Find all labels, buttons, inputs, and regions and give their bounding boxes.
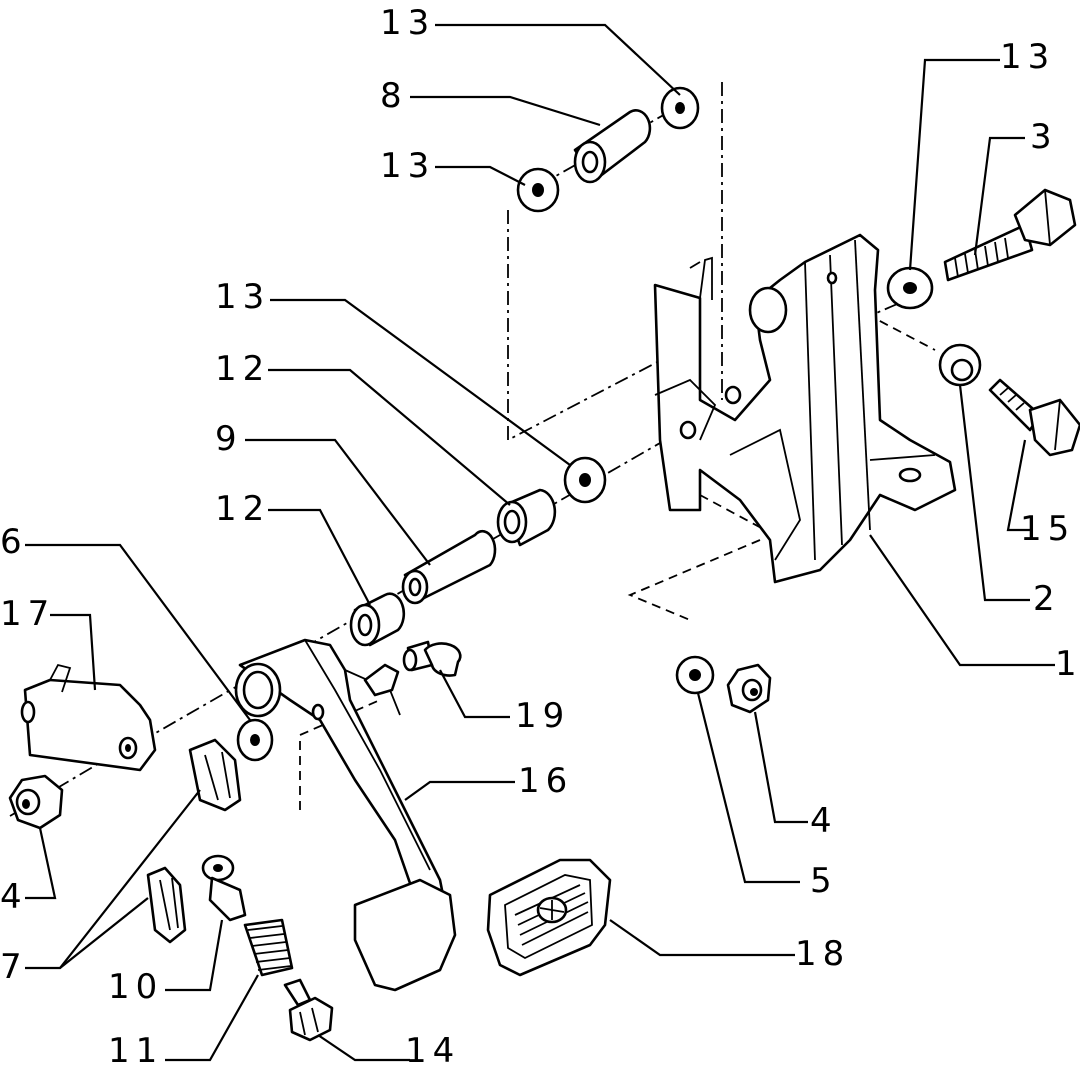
leader-lines xyxy=(25,23,1055,1062)
bracket-tab-edge xyxy=(689,261,701,269)
bracket-gusset xyxy=(729,428,801,561)
sleeve-9 xyxy=(401,530,497,605)
pedal-pad-16 xyxy=(353,878,457,992)
leader-13a xyxy=(435,23,681,96)
clip-7-lower xyxy=(146,866,187,944)
callout-10: 10 xyxy=(108,967,163,1007)
callout-13c: 13 xyxy=(1000,37,1055,77)
callout-8: 8 xyxy=(380,76,408,116)
leader-16 xyxy=(404,780,515,801)
callout-14: 14 xyxy=(405,1031,460,1065)
leader-10 xyxy=(165,919,224,992)
bushing-12-upper xyxy=(496,488,557,547)
bracket-tab-top xyxy=(699,256,713,300)
callout-2: 2 xyxy=(1033,579,1061,619)
leader-7-b xyxy=(59,897,149,969)
leader-5 xyxy=(696,692,800,884)
pin-19 xyxy=(402,640,462,677)
bolt-3 xyxy=(943,188,1077,282)
spring-11 xyxy=(243,918,294,977)
callout-13d: 13 xyxy=(215,277,270,317)
washer-6 xyxy=(236,718,274,762)
leader-2 xyxy=(958,384,1030,602)
bracket-ear xyxy=(654,378,717,441)
callout-11: 11 xyxy=(108,1031,163,1065)
leader-3 xyxy=(973,136,1025,256)
callout-6: 6 xyxy=(0,522,28,562)
leader-12b xyxy=(268,508,371,606)
bushing-12-lower xyxy=(349,592,406,647)
bracket-rib-3 xyxy=(854,239,871,531)
leader-8 xyxy=(410,95,601,127)
bracket-foot-edge xyxy=(869,454,936,461)
leader-6 xyxy=(25,543,251,721)
bush-2 xyxy=(938,343,982,387)
leader-15 xyxy=(1006,439,1030,532)
axis-line-stop xyxy=(299,699,381,810)
bracket-rib-1 xyxy=(804,261,816,561)
washer-5 xyxy=(675,655,715,695)
pedal-arm-16 xyxy=(234,638,457,992)
washer-13-right xyxy=(886,266,934,310)
bracket-part-1 xyxy=(653,233,957,584)
leader-14 xyxy=(317,1034,410,1062)
bolt-15 xyxy=(988,378,1080,457)
callout-19: 19 xyxy=(515,696,570,736)
stop-10 xyxy=(201,854,247,922)
washer-13-center xyxy=(563,456,607,504)
callout-9: 9 xyxy=(215,419,243,459)
callout-4a: 4 xyxy=(0,877,28,917)
callout-7: 7 xyxy=(0,947,28,987)
leader-17 xyxy=(50,613,97,691)
leader-13b xyxy=(435,165,526,186)
bracket-rib-2 xyxy=(829,254,843,546)
leader-1 xyxy=(869,534,1055,667)
callout-labels: 13 8 13 13 3 13 12 9 12 6 17 15 2 1 19 4… xyxy=(0,3,1080,1065)
plate-17 xyxy=(20,663,157,772)
nut-4-right xyxy=(726,663,772,714)
callout-4b: 4 xyxy=(810,801,838,841)
callout-13a: 13 xyxy=(380,3,435,43)
axis-line-bracket-bottom xyxy=(627,539,761,621)
callout-1: 1 xyxy=(1055,644,1080,684)
callout-12a: 12 xyxy=(215,349,270,389)
bracket-body xyxy=(653,233,957,584)
callout-17: 17 xyxy=(0,594,55,634)
axis-line-bracket-mid xyxy=(699,494,766,531)
bracket-hole-large xyxy=(748,286,788,334)
bushing-8 xyxy=(573,109,652,184)
callout-18: 18 xyxy=(795,934,850,974)
bracket-pivot-hole xyxy=(679,420,697,440)
leader-13d xyxy=(270,298,571,466)
bracket-top-hole xyxy=(826,271,838,285)
clip-7-upper xyxy=(188,738,242,812)
leader-19 xyxy=(439,669,510,719)
washer-13-top-left xyxy=(516,167,560,213)
callout-5: 5 xyxy=(810,861,838,901)
washer-13-top-right xyxy=(660,86,700,130)
pedal-pad-cover-18 xyxy=(486,858,612,977)
foot-14 xyxy=(283,978,334,1042)
callout-3: 3 xyxy=(1030,117,1058,157)
leader-13c xyxy=(908,58,1000,271)
leader-9 xyxy=(245,438,431,566)
leader-4b xyxy=(753,711,808,824)
nut-4-left xyxy=(8,774,64,830)
leader-4a xyxy=(25,827,57,900)
leader-18 xyxy=(609,919,795,957)
bracket-upper-hole xyxy=(724,385,742,405)
axis-line-upper-left xyxy=(507,210,691,442)
bracket-foot-hole xyxy=(898,467,922,483)
callout-16: 16 xyxy=(518,761,573,801)
leader-11 xyxy=(165,974,259,1062)
callout-12b: 12 xyxy=(215,489,270,529)
leader-12a xyxy=(268,368,511,506)
callout-15: 15 xyxy=(1020,509,1075,549)
callout-13b: 13 xyxy=(380,146,435,186)
